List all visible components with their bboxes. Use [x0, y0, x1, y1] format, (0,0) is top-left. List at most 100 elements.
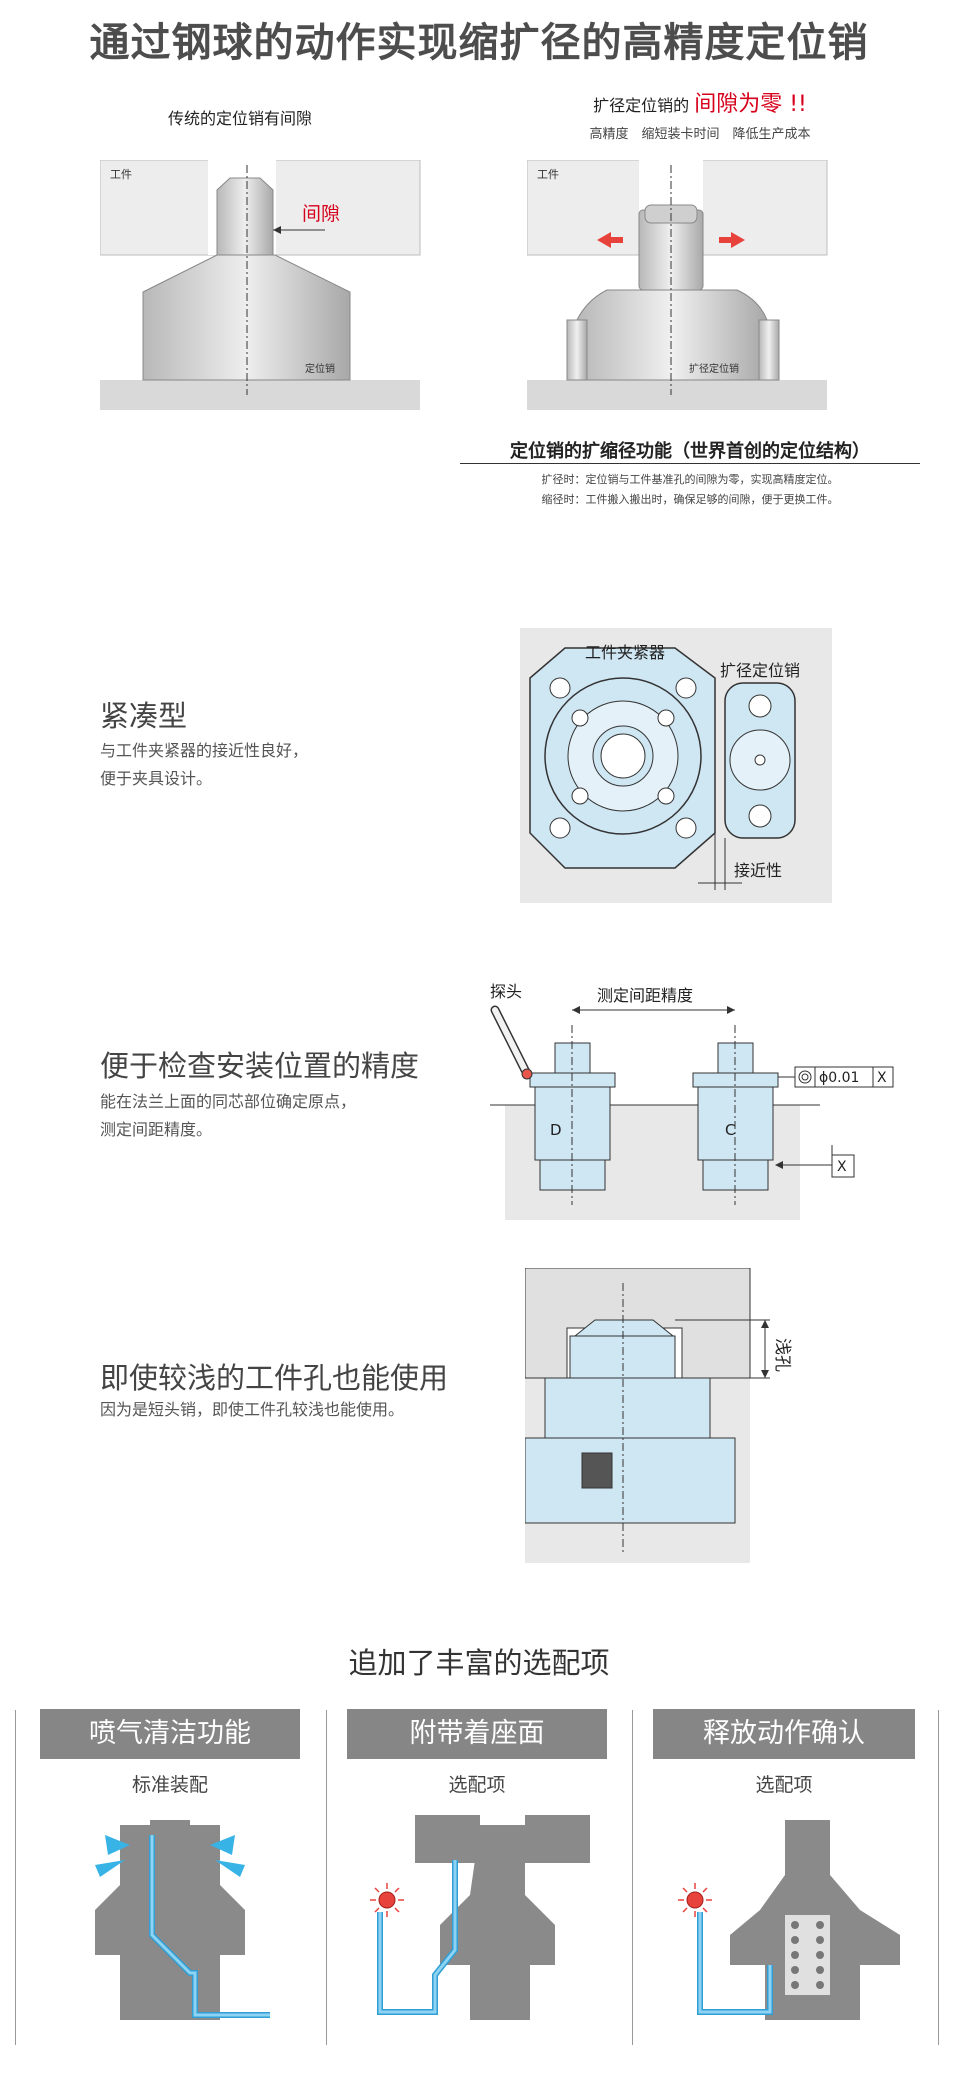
air-jet-icon — [105, 1835, 130, 1855]
workpiece-block-right — [525, 1815, 590, 1863]
divider-2 — [632, 1710, 633, 2045]
pin-label-left: 定位销 — [305, 362, 335, 375]
probe-tip — [521, 1068, 533, 1080]
pin-d-label: D — [550, 1121, 562, 1139]
datum-box — [831, 1154, 855, 1178]
shallow-label: 浅孔 — [772, 1338, 792, 1372]
function-line-2: 缩径时：工件搬入搬出时，确保足够的间隙，便于更换工件。 — [541, 493, 839, 506]
options-title: 追加了丰富的选配项 — [348, 1646, 610, 1680]
seat-knurl — [581, 1452, 613, 1489]
bolt-icon — [571, 787, 589, 805]
workpiece-label: 工件 — [110, 168, 132, 181]
clamp-bore — [600, 733, 646, 779]
clamp-label: 工件夹紧器 — [585, 643, 665, 662]
sensor-rays — [678, 1883, 712, 1917]
feature-compact-title: 紧凑型 — [100, 699, 188, 733]
function-divider — [460, 463, 920, 464]
air-blow-figure — [95, 1820, 270, 2020]
workpiece-block-left — [415, 1815, 480, 1863]
gap-arrow — [273, 226, 281, 234]
bolt-icon — [549, 677, 571, 699]
tol-value: ϕ0.01 — [819, 1070, 859, 1086]
workpiece-label: 工件 — [537, 168, 559, 181]
sensor-rays — [370, 1883, 404, 1917]
pin-c-label: C — [725, 1121, 735, 1139]
feature-shallow-desc: 因为是短头销，即使工件孔较浅也能使用。 — [100, 1400, 405, 1419]
probe-fill — [492, 1007, 528, 1073]
function-title: 定位销的扩缩径功能（世界首创的定位结构） — [510, 441, 870, 462]
flange-left — [566, 319, 588, 381]
feature-measure-desc-2: 测定间距精度。 — [100, 1120, 213, 1139]
option-air-blow-sub: 标准装配 — [131, 1774, 208, 1796]
pin-head — [216, 177, 274, 256]
pin-center-hex — [754, 754, 766, 766]
base-plate — [100, 380, 420, 410]
bolt-icon — [657, 709, 675, 727]
option-release-sub: 选配项 — [755, 1774, 813, 1796]
measure-arrow-left — [572, 1006, 580, 1014]
bolt-icon — [748, 804, 772, 828]
measure-arrow-right — [727, 1006, 735, 1014]
flange-right — [758, 319, 780, 381]
divider-left — [15, 1710, 16, 2045]
pin-flange — [544, 1377, 711, 1439]
left-caption: 传统的定位销有间隙 — [167, 109, 312, 128]
datum-label: X — [837, 1159, 847, 1175]
conventional-pin-diagram: 工件 间隙 定位销 — [100, 160, 421, 410]
divider-1 — [326, 1710, 327, 2045]
tol-ref: X — [877, 1070, 887, 1086]
expand-arrow-left — [597, 232, 623, 248]
pin-silhouette — [440, 1825, 555, 2020]
expanding-pin-diagram: 工件 扩径定位销 — [527, 160, 828, 410]
feature-measure-title: 便于检查安装位置的精度 — [100, 1049, 420, 1083]
feature-compact-desc-1: 与工件夹紧器的接近性良好， — [100, 741, 309, 760]
function-description: 扩径时：定位销与工件基准孔的间隙为零，实现高精度定位。 缩径时：工件搬入搬出时，… — [470, 470, 910, 510]
seating-air-passage-inner — [378, 1860, 457, 2014]
bolt-icon — [675, 817, 697, 839]
feature-compact-desc-2: 便于夹具设计。 — [100, 769, 213, 788]
compact-figure: 工件夹紧器 扩径定位销 接近性 — [520, 628, 832, 903]
right-caption: 扩径定位销的 间隙为零 !! — [520, 86, 880, 118]
measure-label: 测定间距精度 — [597, 986, 693, 1005]
option-seating-sub: 选配项 — [448, 1774, 506, 1796]
release-air-passage-inner — [698, 1912, 772, 2014]
bolt-icon — [748, 694, 772, 718]
feature-measure-desc-1: 能在法兰上面的同芯部位确定原点， — [100, 1092, 357, 1111]
shallow-hole-figure: 浅孔 — [525, 1268, 792, 1563]
pin-base — [525, 1437, 736, 1524]
divider-right — [938, 1710, 939, 2045]
measurement-figure: 探头 测定间距精度 D C ϕ0.01 X X — [490, 982, 894, 1220]
shallow-arrow-bottom — [761, 1370, 769, 1378]
concentricity-icon — [798, 1070, 812, 1084]
air-passage-inner — [150, 1835, 270, 2017]
air-jet-icon — [95, 1860, 125, 1877]
option-seating-head: 附带着座面 — [347, 1709, 607, 1759]
sensor-light-icon — [378, 1891, 396, 1909]
pin-tip — [573, 1319, 675, 1337]
proximity-label: 接近性 — [734, 861, 782, 880]
bolt-icon — [549, 817, 571, 839]
pin-label: 扩径定位销 — [720, 661, 800, 680]
shallow-arrow-top — [761, 1320, 769, 1328]
page-title: 通过钢球的动作实现缩扩径的高精度定位销 — [89, 20, 869, 66]
option-air-blow-head: 喷气清洁功能 — [40, 1709, 300, 1759]
bolt-icon — [657, 787, 675, 805]
right-caption-highlight: 间隙为零 !! — [694, 92, 807, 117]
air-jet-icon — [210, 1835, 235, 1855]
gap-label: 间隙 — [302, 203, 340, 225]
base-plate — [527, 380, 827, 410]
option-release-head: 释放动作确认 — [653, 1709, 915, 1759]
right-caption-prefix: 扩径定位销的 — [593, 96, 690, 115]
pin-silhouette — [95, 1820, 245, 2020]
tol-symbol-box — [794, 1066, 816, 1088]
feature-compact-desc: 与工件夹紧器的接近性良好， 便于夹具设计。 — [100, 737, 308, 793]
datum-arrow — [775, 1161, 783, 1169]
spring-balls — [791, 1921, 824, 1989]
right-subcaption: 高精度 缩短装卡时间 降低生产成本 — [589, 127, 811, 142]
bolt-icon — [675, 677, 697, 699]
pin-label-right: 扩径定位销 — [689, 362, 739, 375]
function-line-1: 扩径时：定位销与工件基准孔的间隙为零，实现高精度定位。 — [541, 473, 839, 486]
probe-label: 探头 — [490, 982, 522, 1001]
seating-figure — [370, 1815, 590, 2020]
expand-arrow-right — [719, 232, 745, 248]
